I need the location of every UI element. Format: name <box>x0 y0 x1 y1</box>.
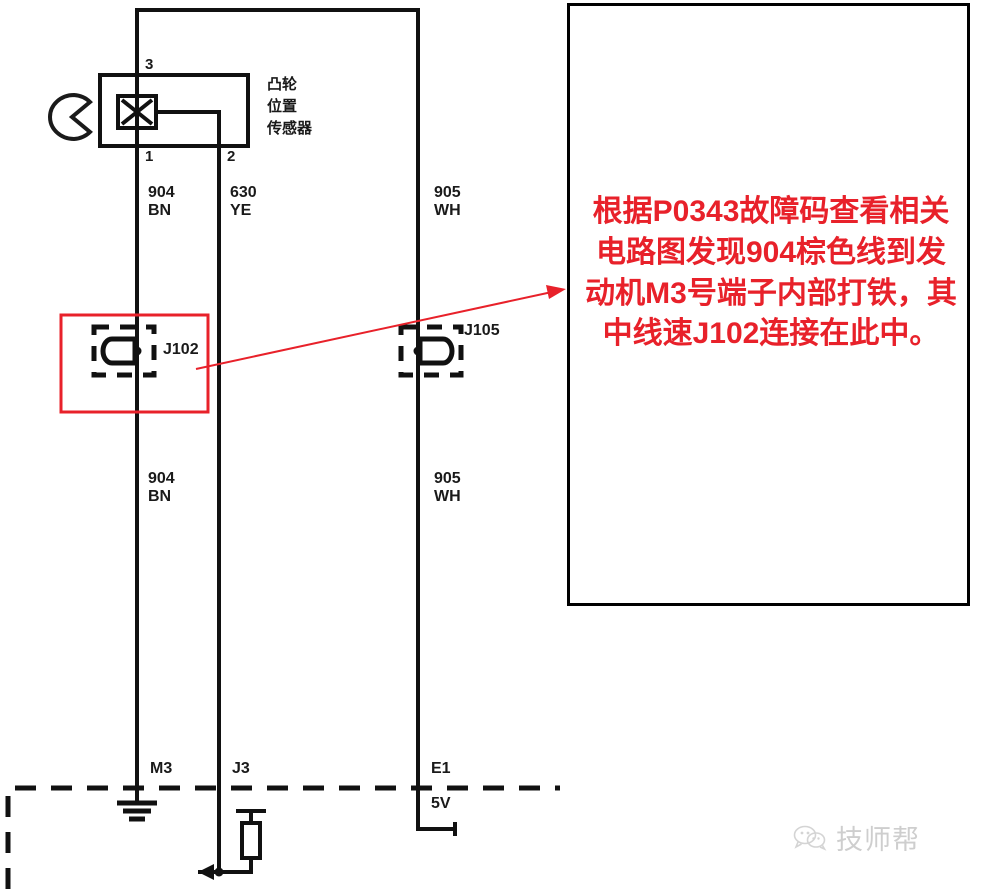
wire-630-number: 630 <box>230 184 257 201</box>
wire-905-upper-color: WH <box>434 202 461 219</box>
wire-905-lower-number: 905 <box>434 470 461 487</box>
sensor-name-line-3: 传感器 <box>267 120 313 137</box>
watermark-text: 技师帮 <box>836 825 920 856</box>
resistor-arrow-j3 <box>198 809 266 880</box>
sensor-body <box>98 73 250 148</box>
wechat-icon <box>793 825 827 851</box>
watermark: 技师帮 <box>793 818 920 857</box>
sensor-pin-3-number: 3 <box>145 56 154 73</box>
ground-symbol-m3 <box>117 788 157 822</box>
wire-904-upper-number: 904 <box>148 184 175 201</box>
splice-j102-symbol <box>91 324 157 378</box>
module-boundary-dashed <box>5 785 560 889</box>
callout-arrow <box>195 285 566 370</box>
pin3-top-bus <box>135 8 420 78</box>
splice-j105-symbol <box>398 324 464 378</box>
wire-904-lower-color: BN <box>148 488 172 505</box>
terminal-m3-label: M3 <box>150 760 173 777</box>
supply-symbol-e1 <box>416 788 457 836</box>
wire-905-upper-number: 905 <box>434 184 461 201</box>
splice-j102-label: J102 <box>163 341 199 358</box>
splice-j105-label: J105 <box>464 322 500 339</box>
annotation-text: 根据P0343故障码查看相关电路图发现904棕色线到发动机M3号端子内部打铁，其… <box>585 195 957 351</box>
supply-voltage-label: 5V <box>431 795 451 812</box>
sensor-name-line-1: 凸轮 <box>267 76 298 93</box>
wire-904-upper-color: BN <box>148 202 172 219</box>
wire-630-color: YE <box>230 202 252 219</box>
terminal-e1-label: E1 <box>431 760 451 777</box>
terminal-j3-label: J3 <box>232 760 250 777</box>
cam-lobe-icon <box>48 92 93 142</box>
annotation-box: 根据P0343故障码查看相关电路图发现904棕色线到发动机M3号端子内部打铁，其… <box>567 3 970 606</box>
wire-905-lower-color: WH <box>434 488 461 505</box>
wire-904-lower-number: 904 <box>148 470 175 487</box>
sensor-pin-1-number: 1 <box>145 148 154 165</box>
sensor-pin-2-number: 2 <box>227 148 236 165</box>
highlight-rect-j102 <box>59 313 210 414</box>
sensor-name-line-2: 位置 <box>267 98 298 115</box>
